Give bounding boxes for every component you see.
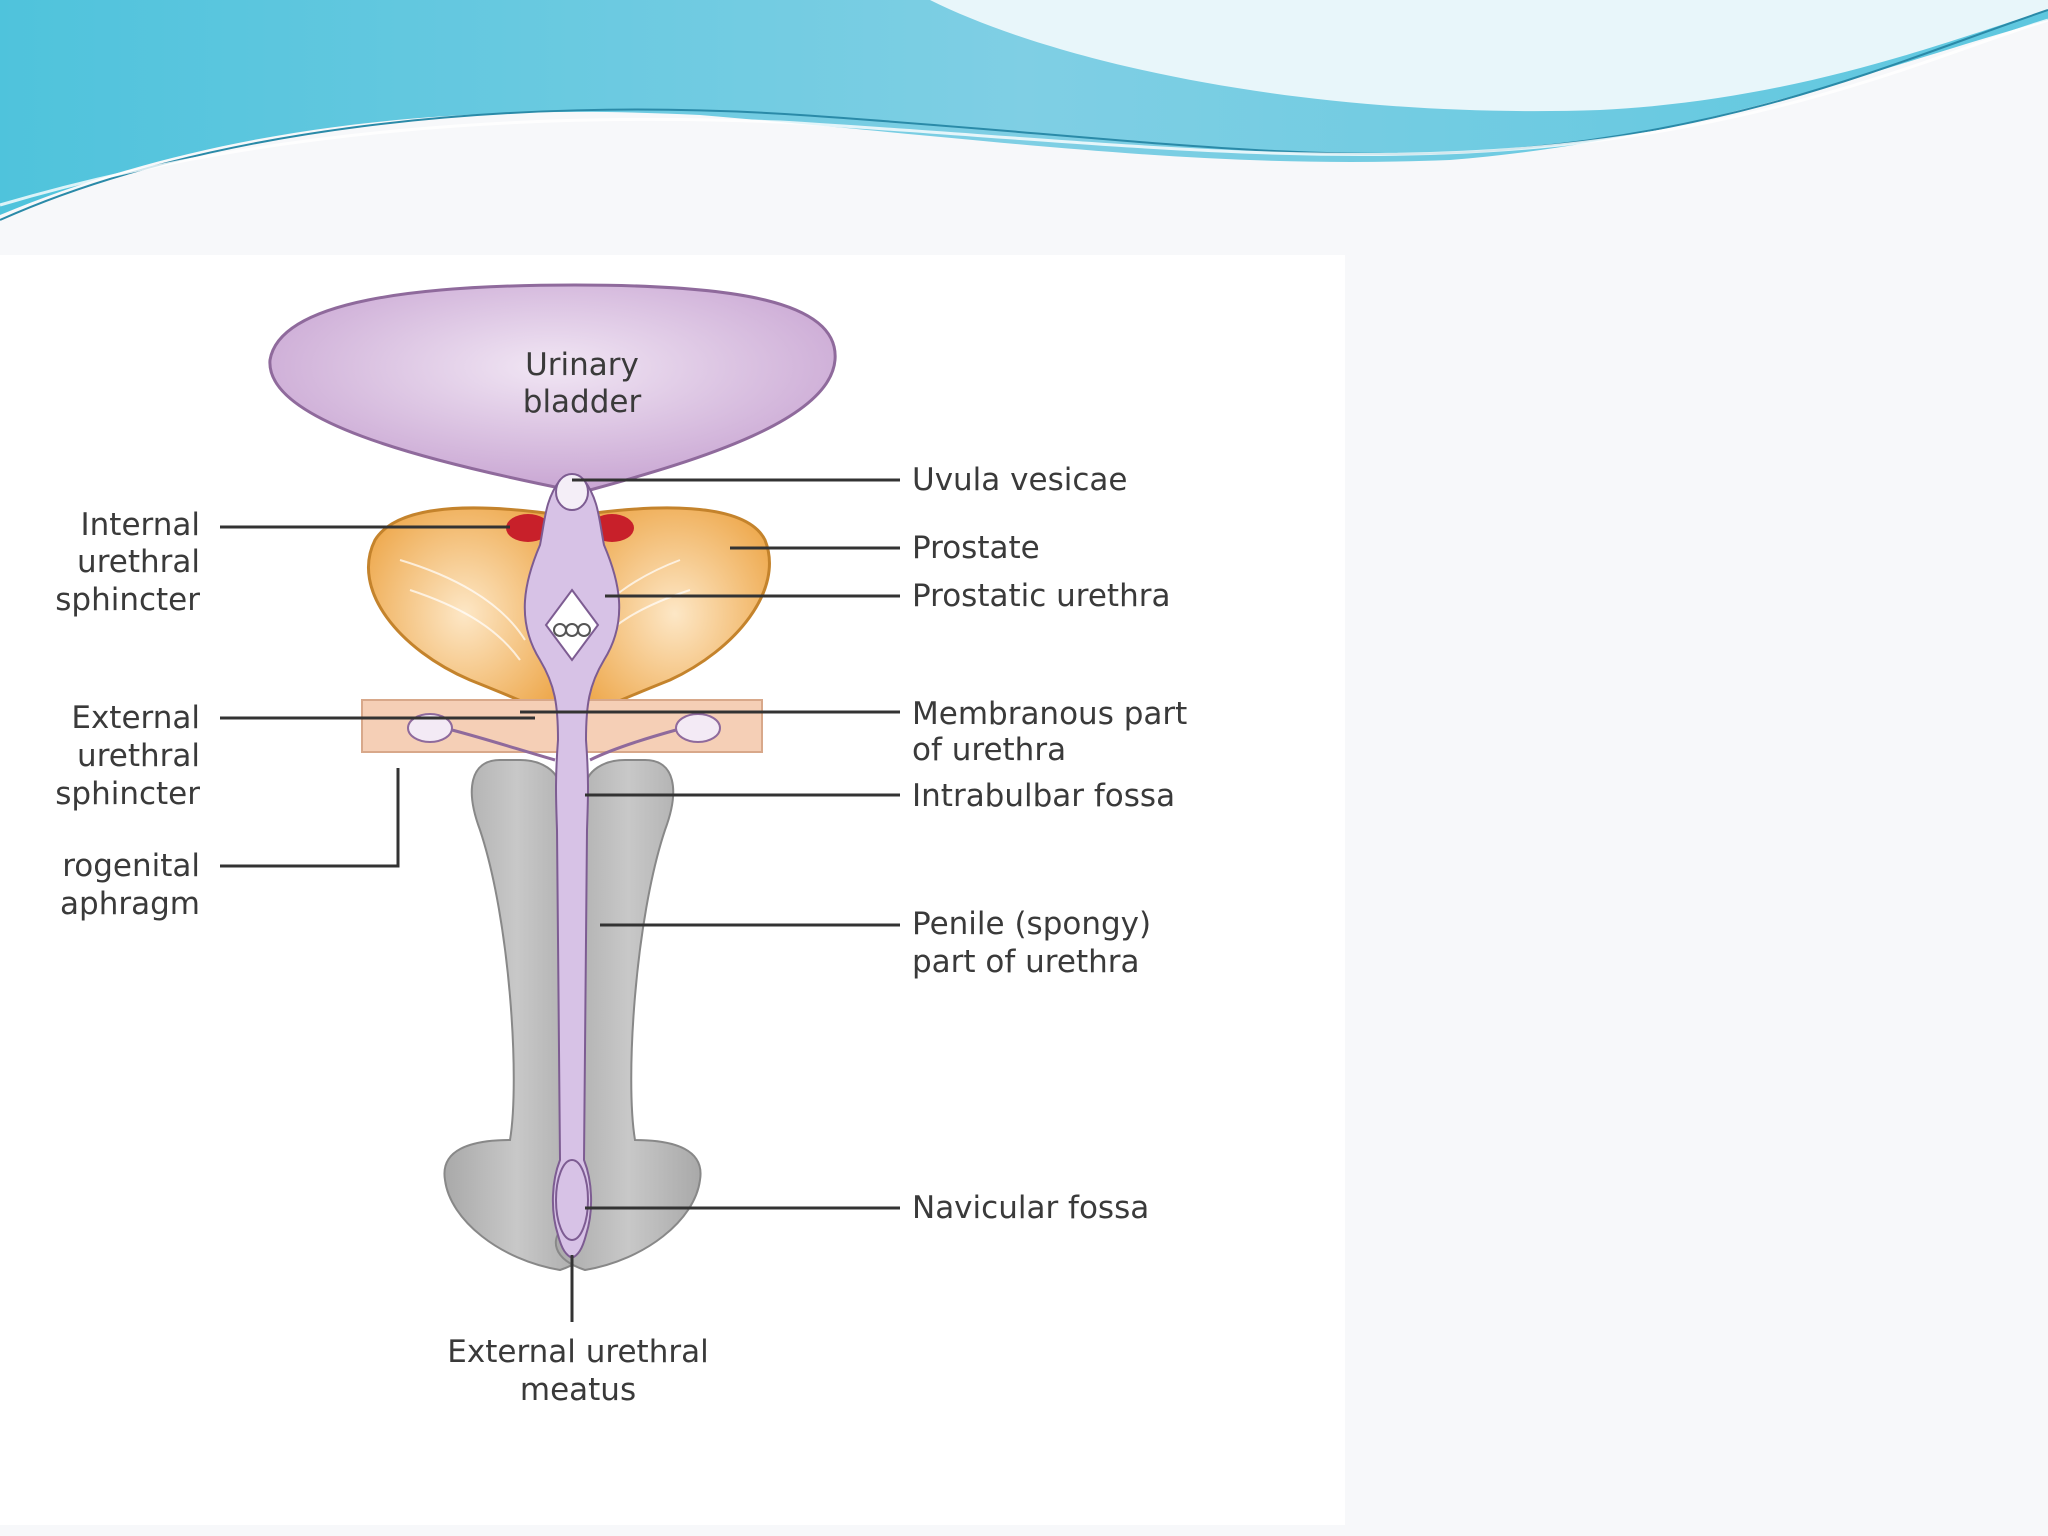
label-navicular-fossa: Navicular fossa bbox=[912, 1190, 1149, 1226]
label-urinary-bladder-2: bladder bbox=[523, 384, 642, 420]
label-uvula-vesicae: Uvula vesicae bbox=[912, 462, 1127, 498]
label-external-sphincter-2: urethral bbox=[77, 738, 200, 774]
label-internal-sphincter-1: Internal bbox=[81, 507, 200, 543]
label-urogenital-diaphragm-1: rogenital bbox=[62, 848, 200, 884]
label-penile-part-1: Penile (spongy) bbox=[912, 906, 1151, 942]
label-urogenital-diaphragm-2: aphragm bbox=[60, 886, 200, 922]
label-external-meatus-1: External urethral bbox=[447, 1334, 708, 1370]
label-external-sphincter-1: External bbox=[71, 700, 200, 736]
label-penile-part-2: part of urethra bbox=[912, 944, 1140, 980]
label-internal-sphincter-2: urethral bbox=[77, 544, 200, 580]
navicular-fossa-shape bbox=[556, 1160, 588, 1240]
label-prostate: Prostate bbox=[912, 530, 1040, 566]
bulbourethral-gland-right bbox=[676, 714, 720, 742]
label-external-sphincter-3: sphincter bbox=[55, 776, 200, 812]
label-external-meatus-2: meatus bbox=[520, 1372, 636, 1408]
header-wave bbox=[0, 0, 2048, 220]
label-internal-sphincter-3: sphincter bbox=[55, 582, 200, 618]
label-membranous-part-2: of urethra bbox=[912, 732, 1066, 768]
label-urinary-bladder-1: Urinary bbox=[525, 347, 639, 383]
label-membranous-part-1: Membranous part bbox=[912, 696, 1187, 732]
label-intrabulbar-fossa: Intrabulbar fossa bbox=[912, 778, 1175, 814]
label-prostatic-urethra: Prostatic urethra bbox=[912, 578, 1170, 614]
